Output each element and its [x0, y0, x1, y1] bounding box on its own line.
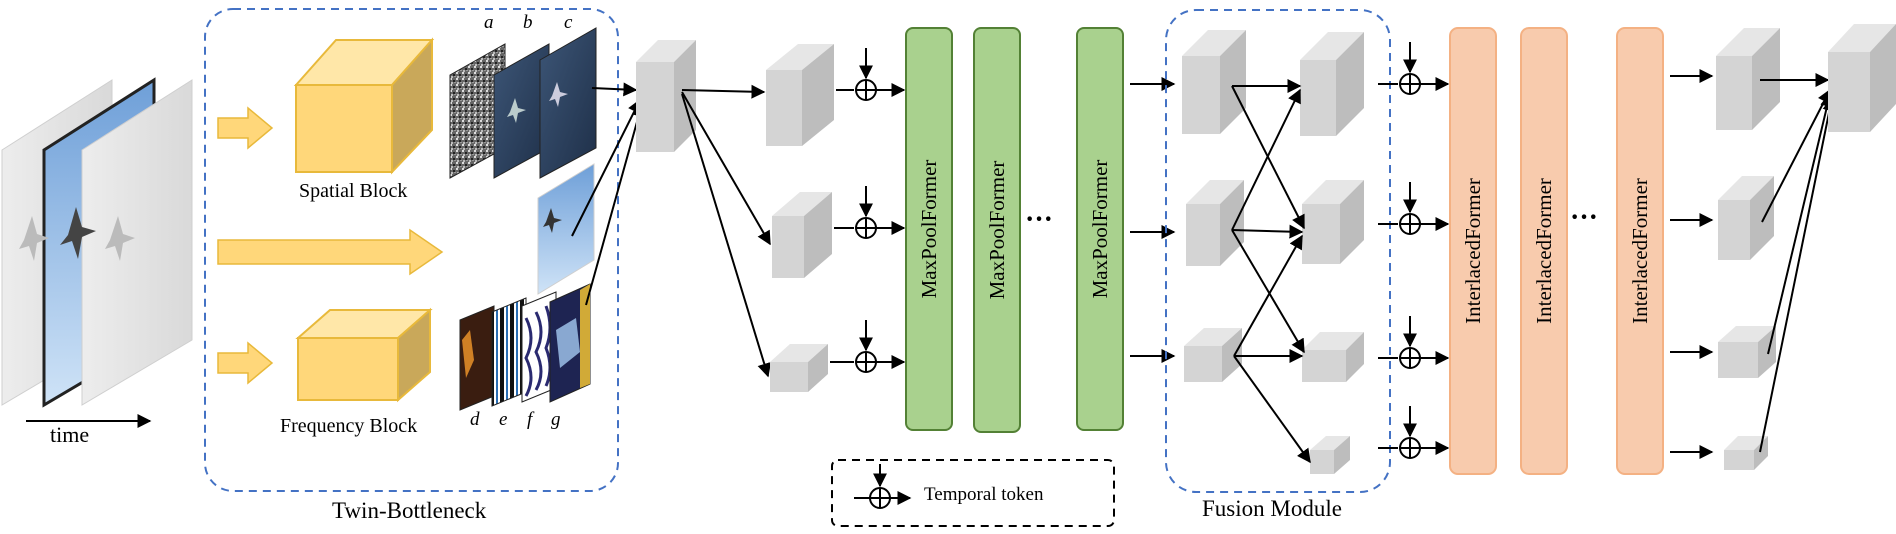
fusion-in-cube-1 — [1182, 30, 1246, 134]
frequency-block-cube — [295, 307, 433, 403]
fusion-out-cube-4 — [1310, 436, 1350, 474]
temporal-add-4 — [1399, 42, 1421, 95]
out-cube-3 — [1718, 326, 1776, 378]
spatial-label-a: a — [484, 12, 494, 33]
airplane-icon-b — [507, 98, 526, 123]
legend-temporal-token-symbol — [854, 464, 912, 509]
temporal-add-2 — [855, 186, 877, 239]
arrow-frequency-to-concat — [585, 102, 646, 306]
interlacedformer-label-3: InterlacedFormer — [1628, 178, 1652, 324]
legend-temporal-token-label: Temporal token — [924, 484, 1044, 505]
frequency-image-f-pattern — [524, 305, 552, 397]
frequency-label-f: f — [527, 409, 535, 430]
frequency-label-d: d — [470, 409, 480, 430]
interlacedformer-block-1: InterlacedFormer — [1449, 27, 1497, 475]
temporal-add-6 — [1399, 316, 1421, 369]
airplane-icon-faded-front — [105, 216, 135, 261]
arrow-out3-to-final — [1767, 92, 1834, 355]
arrow-spatial-to-concat — [591, 82, 638, 97]
frequency-image-g-highlight — [556, 318, 580, 368]
spatial-label-b: b — [523, 12, 533, 33]
frequency-block-label: Frequency Block — [280, 415, 417, 437]
direct-image — [537, 163, 595, 295]
spatial-image-c — [539, 27, 597, 179]
maxpoolformer-label-2: MaxPoolFormer — [985, 161, 1009, 300]
temporal-add-1 — [855, 48, 877, 101]
frequency-input-arrow — [217, 341, 274, 385]
maxpoolformer-ellipsis: ··· — [1025, 204, 1053, 235]
arrow-out4-to-final — [1759, 96, 1837, 453]
airplane-icon — [60, 207, 96, 259]
spatial-block-cube — [293, 37, 435, 175]
maxpoolformer-block-3: MaxPoolFormer — [1076, 27, 1124, 431]
maxpoolformer-block-2: MaxPoolFormer — [973, 27, 1021, 433]
temporal-add-7 — [1399, 406, 1421, 459]
frequency-image-d-glow — [462, 330, 474, 378]
scale3-cube — [770, 344, 828, 392]
interlacedformer-label-2: InterlacedFormer — [1532, 178, 1556, 324]
temporal-add-5 — [1399, 182, 1421, 235]
airplane-icon-faded — [19, 216, 49, 261]
interlacedformer-ellipsis: ··· — [1570, 202, 1598, 233]
interlacedformer-label-1: InterlacedFormer — [1461, 178, 1485, 324]
airplane-icon-c — [549, 82, 568, 107]
maxpoolformer-block-1: MaxPoolFormer — [905, 27, 953, 431]
input-frames — [1, 77, 193, 408]
frequency-label-g: g — [551, 409, 561, 430]
twin-bottleneck-box — [204, 8, 619, 492]
legend-box — [831, 459, 1115, 527]
arrow-concat-to-scale3 — [681, 93, 772, 378]
scale1-cube — [766, 44, 834, 146]
time-label: time — [50, 422, 89, 447]
spatial-block-label: Spatial Block — [299, 180, 407, 202]
frequency-image-e — [491, 297, 527, 407]
frequency-label-e: e — [499, 409, 507, 430]
arrow-direct-to-concat — [571, 98, 641, 237]
frequency-image-g-edge — [580, 284, 590, 388]
fusion-module-box — [1165, 9, 1391, 493]
interlacedformer-block-3: InterlacedFormer — [1616, 27, 1664, 475]
out-cube-4 — [1724, 436, 1768, 470]
fusion-in-cube-2 — [1186, 180, 1244, 266]
twin-bottleneck-title: Twin-Bottleneck — [332, 498, 487, 523]
out-cube-1 — [1716, 28, 1780, 130]
fusion-in-cube-3 — [1184, 328, 1242, 382]
final-output-cube — [1828, 24, 1896, 132]
fusion-connections — [1231, 79, 1311, 464]
airplane-icon-direct — [543, 208, 562, 233]
arrow-concat-to-scale1 — [681, 84, 766, 99]
fusion-out-cube-1 — [1300, 32, 1364, 136]
temporal-add-3 — [855, 320, 877, 373]
out-cube-2 — [1718, 176, 1774, 260]
spatial-label-c: c — [564, 12, 573, 33]
spatial-input-arrow — [217, 106, 274, 150]
fusion-out-cube-3 — [1302, 332, 1364, 382]
input-frame-front — [81, 79, 193, 406]
maxpoolformer-label-3: MaxPoolFormer — [1088, 160, 1112, 299]
arrow-concat-to-scale2 — [681, 91, 771, 246]
direct-input-arrow — [217, 228, 444, 276]
fusion-module-title: Fusion Module — [1202, 496, 1342, 521]
maxpoolformer-label-1: MaxPoolFormer — [917, 160, 941, 299]
interlacedformer-block-2: InterlacedFormer — [1520, 27, 1568, 475]
fusion-out-cube-2 — [1302, 180, 1364, 264]
scale2-cube — [772, 192, 832, 278]
arrow-out2-to-final — [1761, 88, 1831, 223]
concat-cube — [636, 40, 696, 152]
